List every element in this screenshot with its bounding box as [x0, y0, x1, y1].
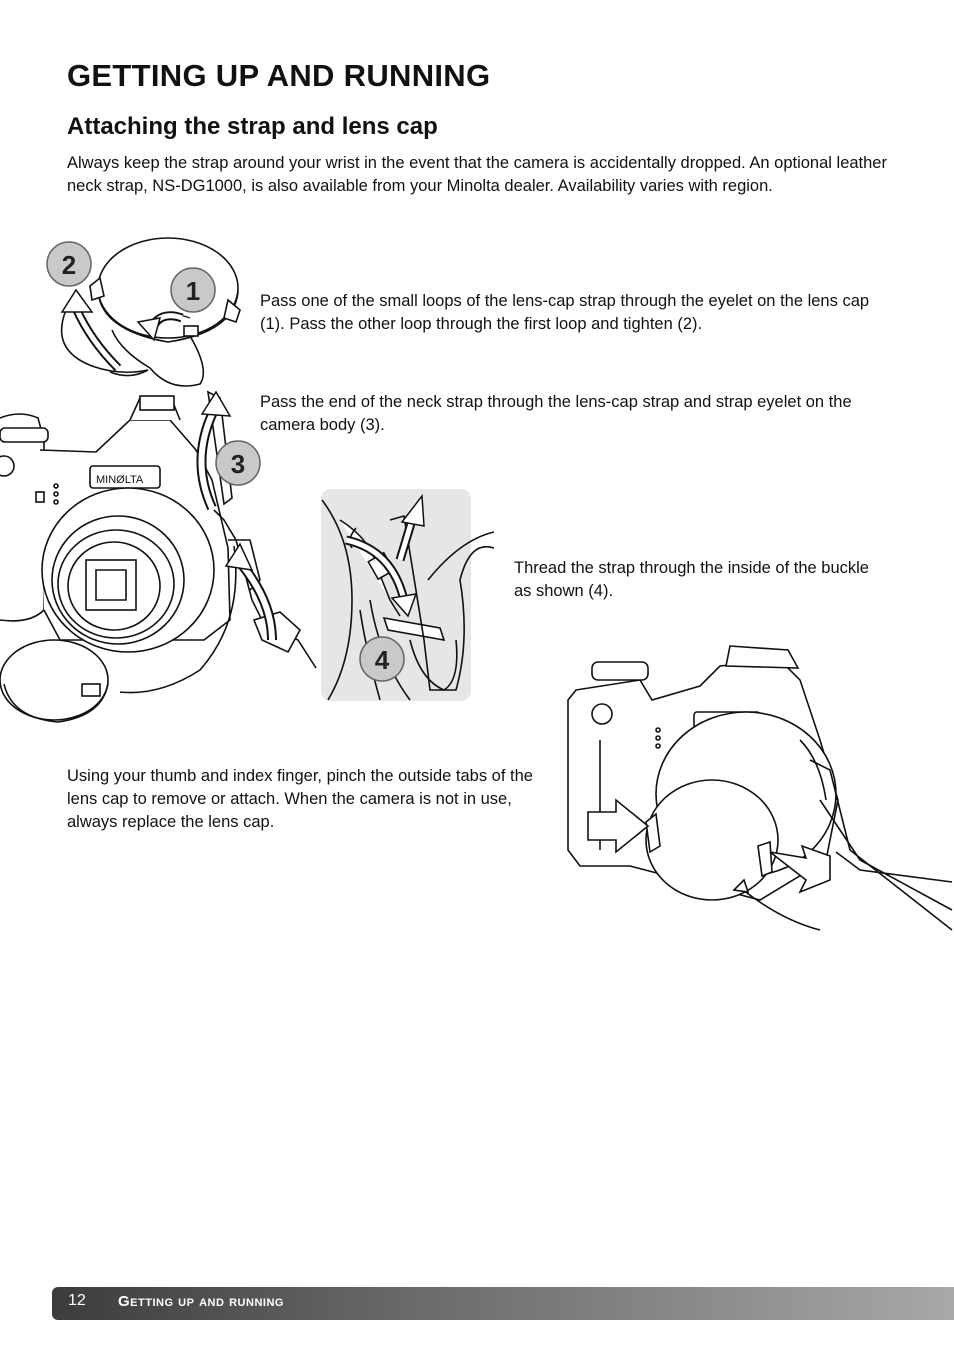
page-number: 12 — [68, 1292, 86, 1309]
badge-3: 3 — [215, 440, 261, 486]
lens-cap-illustration — [60, 237, 241, 387]
step-4-text: Thread the strap through the inside of t… — [514, 559, 869, 600]
footer-bar — [52, 1287, 954, 1320]
badge-4: 4 — [359, 636, 405, 682]
pinch-lens-cap-text: Using your thumb and index finger, pinch… — [67, 767, 533, 831]
buckle-detail-panel: 4 — [321, 489, 495, 701]
step-1-2-text: Pass one of the small loops of the lens-… — [260, 292, 870, 333]
footer-section-title: Getting up and running — [118, 1293, 284, 1310]
badge-1-label: 1 — [186, 276, 200, 306]
badge-2: 2 — [46, 241, 92, 287]
arrow-step-3 — [196, 390, 277, 641]
intro-paragraph: Always keep the strap around your wrist … — [67, 154, 887, 195]
pinch-arrow-right — [769, 844, 831, 894]
badge-4-label: 4 — [375, 645, 390, 675]
pinch-arrow-left — [587, 798, 650, 854]
arrow-step-1 — [136, 311, 184, 342]
arrow-step-2 — [60, 288, 122, 372]
camera-left-logo: MINØLTA — [96, 474, 144, 486]
page-title: GETTING UP AND RUNNING — [67, 58, 491, 93]
section-subtitle: Attaching the strap and lens cap — [67, 113, 438, 140]
badge-3-label: 3 — [231, 449, 245, 479]
step-3-text: Pass the end of the neck strap through t… — [260, 393, 852, 434]
badge-1: 1 — [170, 267, 216, 313]
camera-left-illustration: MINØLTA — [0, 395, 231, 653]
camera-right-illustration: MINØLTA — [567, 645, 953, 931]
badge-2-label: 2 — [62, 250, 76, 280]
